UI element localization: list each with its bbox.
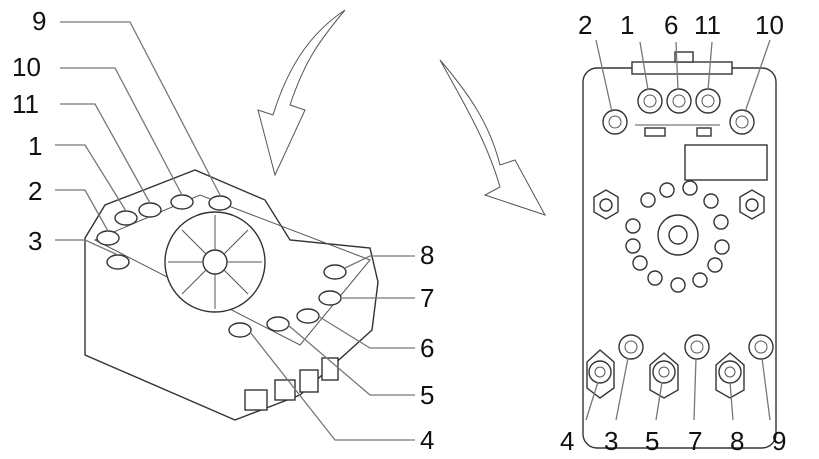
left-view-labels: 9 10 11 1 2 3 8 7 6 5 4 <box>12 6 434 455</box>
socket-center-hub <box>202 249 228 275</box>
top-label-6: 6 <box>664 10 678 40</box>
bottom-label-7: 7 <box>688 426 702 456</box>
bottom-label-8: 8 <box>730 426 744 456</box>
top-bridge <box>631 61 733 75</box>
label-6: 6 <box>420 333 434 363</box>
terminal-screws-right <box>228 264 347 338</box>
socket-pin-slots <box>168 215 262 309</box>
label-4: 4 <box>420 425 434 455</box>
label-5: 5 <box>420 380 434 410</box>
label-window <box>684 144 768 181</box>
leader-lines-left <box>55 21 221 256</box>
top-view-labels: 2 1 6 11 10 4 3 5 7 8 9 <box>560 10 786 456</box>
bottom-label-5: 5 <box>645 426 659 456</box>
bottom-label-3: 3 <box>604 426 618 456</box>
top-label-2: 2 <box>578 10 592 40</box>
bottom-label-9: 9 <box>772 426 786 456</box>
top-label-1: 1 <box>620 10 634 40</box>
label-3: 3 <box>28 226 42 256</box>
rotation-arrows <box>257 9 547 216</box>
top-terminal-screws <box>602 88 755 135</box>
top-label-10: 10 <box>755 10 784 40</box>
top-view-socket: 2 1 6 11 10 4 3 5 7 8 9 <box>560 10 786 456</box>
isometric-socket-view: 9 10 11 1 2 3 8 7 6 5 4 <box>12 6 434 455</box>
arrow-left <box>257 9 346 177</box>
label-10: 10 <box>12 52 41 82</box>
leader-lines-right <box>249 255 415 441</box>
label-8: 8 <box>420 240 434 270</box>
socket-top-face <box>93 194 371 346</box>
top-view-leader-lines <box>585 39 771 421</box>
label-1: 1 <box>28 131 42 161</box>
bottom-label-4: 4 <box>560 426 574 456</box>
mounting-lugs <box>593 189 765 220</box>
label-9: 9 <box>32 6 46 36</box>
top-label-11: 11 <box>694 10 721 40</box>
label-7: 7 <box>420 283 434 313</box>
bottom-terminal-screws <box>586 334 774 399</box>
octal-pin-holes <box>625 180 730 293</box>
arrow-right <box>439 59 547 216</box>
label-11: 11 <box>12 89 39 119</box>
label-2: 2 <box>28 176 42 206</box>
